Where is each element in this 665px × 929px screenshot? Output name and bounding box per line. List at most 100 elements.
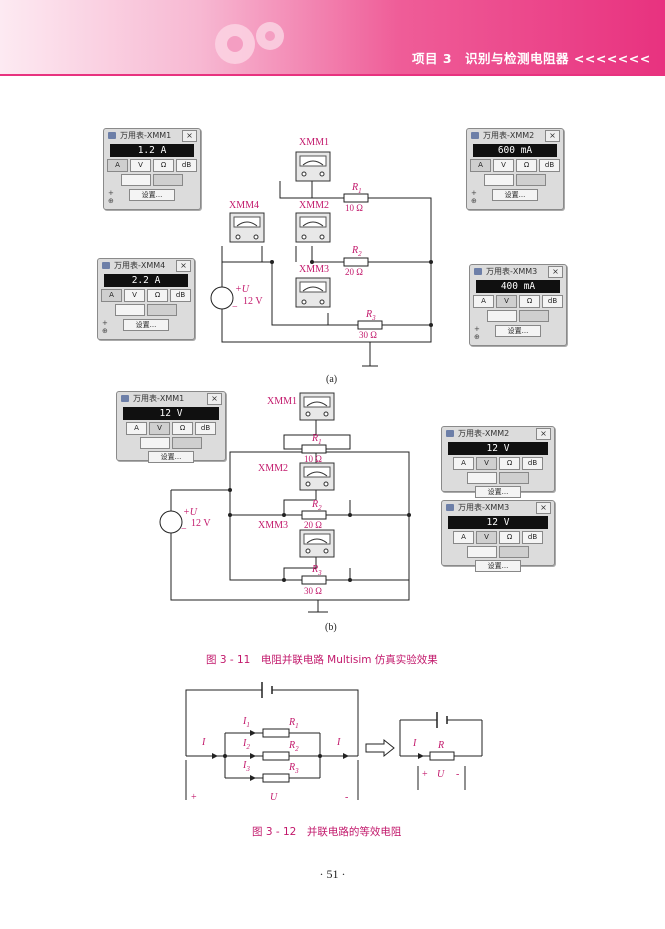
meter-xmm4-a — [229, 212, 265, 243]
mode-v-button[interactable]: V — [476, 457, 497, 470]
resistor-value: 20 Ω — [345, 267, 363, 277]
mode-a-button[interactable]: A — [126, 422, 147, 435]
mode-v-button[interactable]: V — [130, 159, 151, 172]
source-value: 12 V — [243, 296, 263, 307]
meter-label: XMM3 — [258, 520, 289, 531]
dc-button[interactable] — [519, 310, 549, 322]
mode-ohm-button[interactable]: Ω — [519, 295, 540, 308]
mode-db-button[interactable]: dB — [539, 159, 560, 172]
multimeter-panel-xmm4-a: 万用表-XMM4× 2.2 A A V Ω dB 设置... +⊕ — [97, 258, 195, 340]
mode-v-button[interactable]: V — [496, 295, 517, 308]
resistor-label: R3 — [366, 309, 376, 322]
window-icon — [474, 268, 482, 275]
mode-a-button[interactable]: A — [453, 531, 474, 544]
ac-button[interactable] — [484, 174, 514, 186]
resistor-label: R1 — [352, 182, 362, 195]
ac-button[interactable] — [467, 472, 497, 484]
close-icon[interactable]: × — [536, 502, 551, 514]
settings-button[interactable]: 设置... — [129, 189, 175, 201]
resistor-value: 10 Ω — [345, 203, 363, 213]
reading-display: 12 V — [448, 442, 548, 455]
mode-a-button[interactable]: A — [470, 159, 491, 172]
settings-button[interactable]: 设置... — [492, 189, 538, 201]
voltage-label: U — [437, 769, 445, 780]
settings-button[interactable]: 设置... — [148, 451, 194, 463]
settings-button[interactable]: 设置... — [123, 319, 169, 331]
mode-a-button[interactable]: A — [101, 289, 122, 302]
resistor-label: R3 — [312, 564, 322, 577]
multimeter-panel-xmm1-a: 万用表-XMM1× 1.2 A A V Ω dB 设置... +⊕ — [103, 128, 201, 210]
header-rule — [0, 74, 665, 76]
panel-title: 万用表-XMM4 — [114, 261, 166, 270]
mode-ohm-button[interactable]: Ω — [516, 159, 537, 172]
mode-v-button[interactable]: V — [149, 422, 170, 435]
source-minus: − — [181, 524, 187, 535]
mode-ohm-button[interactable]: Ω — [499, 457, 520, 470]
resistor-label: R2 — [352, 245, 362, 258]
ac-button[interactable] — [487, 310, 517, 322]
mode-db-button[interactable]: dB — [522, 531, 543, 544]
meter-label: XMM2 — [258, 463, 289, 474]
meter-xmm3-b — [299, 529, 335, 558]
mode-a-button[interactable]: A — [453, 457, 474, 470]
dc-button[interactable] — [499, 546, 529, 558]
gear-decoration-icon — [215, 22, 284, 64]
terminal-icon: +⊕ — [474, 325, 480, 341]
meter-xmm3-a — [295, 277, 331, 308]
mode-v-button[interactable]: V — [476, 531, 497, 544]
mode-ohm-button[interactable]: Ω — [147, 289, 168, 302]
mode-ohm-button[interactable]: Ω — [172, 422, 193, 435]
mode-a-button[interactable]: A — [473, 295, 494, 308]
minus-sign: - — [456, 769, 460, 780]
dc-button[interactable] — [172, 437, 202, 449]
multimeter-panel-xmm2-b: 万用表-XMM2× 12 V A V Ω dB 设置... — [441, 426, 555, 498]
panel-title: 万用表-XMM2 — [483, 131, 535, 140]
mode-db-button[interactable]: dB — [542, 295, 563, 308]
settings-button[interactable]: 设置... — [475, 560, 521, 572]
meter-xmm1-b — [299, 392, 335, 421]
header-title: 项目 3 识别与检测电阻器 <<<<<<< — [412, 51, 651, 66]
mode-ohm-button[interactable]: Ω — [499, 531, 520, 544]
close-icon[interactable]: × — [545, 130, 560, 142]
current-label: I — [337, 737, 341, 748]
ac-button[interactable] — [121, 174, 151, 186]
ac-button[interactable] — [467, 546, 497, 558]
plus-sign: + — [422, 769, 428, 780]
dc-button[interactable] — [153, 174, 183, 186]
mode-db-button[interactable]: dB — [176, 159, 197, 172]
meter-xmm1-a — [295, 151, 331, 182]
close-icon[interactable]: × — [548, 266, 563, 278]
close-icon[interactable]: × — [176, 260, 191, 272]
close-icon[interactable]: × — [182, 130, 197, 142]
ac-button[interactable] — [115, 304, 145, 316]
settings-button[interactable]: 设置... — [495, 325, 541, 337]
mode-db-button[interactable]: dB — [195, 422, 216, 435]
window-icon — [121, 395, 129, 402]
mode-a-button[interactable]: A — [107, 159, 128, 172]
panel-title: 万用表-XMM1 — [133, 394, 185, 403]
close-icon[interactable]: × — [536, 428, 551, 440]
mode-v-button[interactable]: V — [493, 159, 514, 172]
window-icon — [446, 504, 454, 511]
dc-button[interactable] — [516, 174, 546, 186]
mode-db-button[interactable]: dB — [522, 457, 543, 470]
reading-display: 12 V — [123, 407, 219, 420]
mode-db-button[interactable]: dB — [170, 289, 191, 302]
meter-label: XMM4 — [229, 200, 260, 211]
mode-ohm-button[interactable]: Ω — [153, 159, 174, 172]
ac-button[interactable] — [140, 437, 170, 449]
resistor-value: 20 Ω — [304, 520, 322, 530]
meter-label: XMM2 — [299, 200, 330, 211]
close-icon[interactable]: × — [207, 393, 222, 405]
dc-button[interactable] — [147, 304, 177, 316]
reading-display: 2.2 A — [104, 274, 188, 287]
multimeter-panel-xmm2-a: 万用表-XMM2× 600 mA A V Ω dB 设置... +⊕ — [466, 128, 564, 210]
dc-button[interactable] — [499, 472, 529, 484]
page-header: 项目 3 识别与检测电阻器 <<<<<<< — [0, 0, 665, 76]
settings-button[interactable]: 设置... — [475, 486, 521, 498]
plus-sign: + — [191, 792, 197, 803]
subfigure-label: (a) — [326, 374, 338, 385]
mode-v-button[interactable]: V — [124, 289, 145, 302]
eq-resistor-label: R — [438, 740, 445, 751]
